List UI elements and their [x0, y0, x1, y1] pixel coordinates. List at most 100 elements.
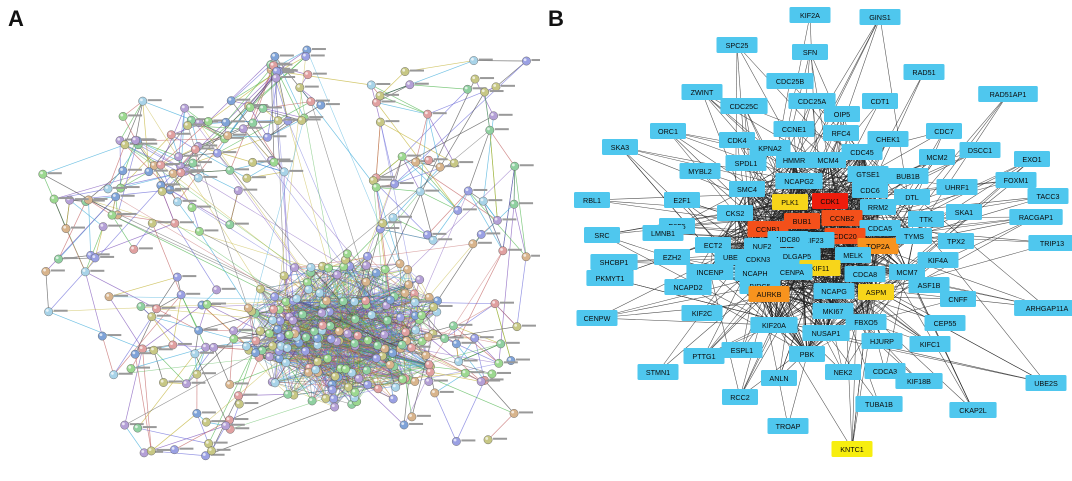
gene-node-nusap1[interactable]: NUSAP1 [802, 325, 849, 341]
protein-node [280, 272, 288, 280]
gene-node-cdca8[interactable]: CDCA8 [845, 266, 886, 282]
gene-node-stmn1[interactable]: STMN1 [638, 364, 679, 380]
gene-node-ska1[interactable]: SKA1 [946, 204, 982, 220]
protein-node [341, 365, 349, 373]
gene-node-aspm[interactable]: ASPM [858, 284, 894, 300]
gene-node-asf1b[interactable]: ASF1B [909, 277, 950, 293]
gene-node-anln[interactable]: ANLN [761, 370, 797, 386]
gene-node-racgap1[interactable]: RACGAP1 [1009, 209, 1062, 225]
gene-node-bub1[interactable]: BUB1 [784, 213, 820, 229]
gene-node-label: SFN [803, 48, 817, 57]
gene-node-ezh2[interactable]: EZH2 [654, 249, 690, 265]
gene-node-kifc1[interactable]: KIFC1 [910, 336, 951, 352]
gene-node-mcm4[interactable]: MCM4 [810, 152, 846, 168]
gene-node-mybl2[interactable]: MYBL2 [680, 163, 721, 179]
gene-node-incenp[interactable]: INCENP [686, 264, 733, 280]
gene-node-dtl[interactable]: DTL [894, 189, 930, 205]
gene-node-lmnb1[interactable]: LMNB1 [643, 225, 684, 241]
gene-node-ncapd2[interactable]: NCAPD2 [664, 279, 711, 295]
gene-node-spdl1[interactable]: SPDL1 [726, 155, 767, 171]
gene-node-ncapg2[interactable]: NCAPG2 [775, 173, 822, 189]
gene-node-arhgap11a[interactable]: ARHGAP11A [1014, 300, 1072, 316]
protein-node [391, 383, 399, 391]
gene-node-cdca5[interactable]: CDCA5 [860, 220, 901, 236]
protein-node [431, 389, 439, 397]
gene-node-sfn[interactable]: SFN [792, 44, 828, 60]
gene-node-cdc6[interactable]: CDC6 [852, 182, 888, 198]
gene-node-cdc45[interactable]: CDC45 [842, 144, 883, 160]
gene-node-label: FBXO5 [854, 318, 878, 327]
gene-node-tpx2[interactable]: TPX2 [938, 233, 974, 249]
gene-node-plk1[interactable]: PLK1 [772, 194, 808, 210]
gene-node-oip5[interactable]: OIP5 [824, 106, 860, 122]
protein-node-highlight [241, 126, 244, 129]
gene-node-tacc3[interactable]: TACC3 [1028, 188, 1069, 204]
gene-node-gtse1[interactable]: GTSE1 [848, 166, 889, 182]
gene-node-pttg1[interactable]: PTTG1 [684, 348, 725, 364]
gene-node-melk[interactable]: MELK [835, 247, 871, 263]
gene-node-cep55[interactable]: CEP55 [925, 315, 966, 331]
gene-node-pbk[interactable]: PBK [789, 346, 825, 362]
gene-node-rcc2[interactable]: RCC2 [722, 389, 758, 405]
gene-node-bub1b[interactable]: BUB1B [888, 168, 929, 184]
gene-node-cdk1[interactable]: CDK1 [812, 193, 848, 209]
gene-node-ska3[interactable]: SKA3 [602, 139, 638, 155]
gene-node-rfc4[interactable]: RFC4 [823, 125, 859, 141]
gene-node-ccnb2[interactable]: CCNB2 [822, 210, 863, 226]
gene-node-tyms[interactable]: TYMS [896, 228, 932, 244]
gene-node-cdc25b[interactable]: CDC25B [766, 73, 813, 89]
gene-node-src[interactable]: SRC [584, 227, 620, 243]
gene-node-ttk[interactable]: TTK [908, 211, 944, 227]
protein-node [411, 377, 419, 385]
gene-node-dscc1[interactable]: DSCC1 [960, 142, 1001, 158]
gene-node-foxm1[interactable]: FOXM1 [996, 172, 1037, 188]
gene-node-cdt1[interactable]: CDT1 [862, 93, 898, 109]
gene-node-gins1[interactable]: GINS1 [860, 9, 901, 25]
gene-node-troap[interactable]: TROAP [768, 418, 809, 434]
gene-node-hmmr[interactable]: HMMR [776, 152, 812, 168]
gene-node-hjurp[interactable]: HJURP [862, 333, 903, 349]
protein-node-highlight [159, 189, 162, 192]
gene-node-ncapg[interactable]: NCAPG [814, 283, 855, 299]
gene-node-tuba1b[interactable]: TUBA1B [855, 396, 902, 412]
gene-node-shcbp1[interactable]: SHCBP1 [590, 254, 637, 270]
gene-node-aurkb[interactable]: AURKB [749, 286, 790, 302]
gene-node-kif20a[interactable]: KIF20A [750, 317, 797, 333]
node-label-mark [433, 112, 447, 114]
gene-node-trip13[interactable]: TRIP13 [1028, 235, 1072, 251]
gene-node-rad51[interactable]: RAD51 [904, 64, 945, 80]
gene-node-cks2[interactable]: CKS2 [717, 205, 753, 221]
protein-node [510, 162, 518, 170]
gene-node-cenpa[interactable]: CENPA [772, 264, 813, 280]
gene-node-ccne1[interactable]: CCNE1 [774, 121, 815, 137]
gene-node-cdc7[interactable]: CDC7 [926, 123, 962, 139]
gene-node-orc1[interactable]: ORC1 [650, 123, 686, 139]
gene-node-rad51ap1[interactable]: RAD51AP1 [978, 86, 1038, 102]
gene-node-exo1[interactable]: EXO1 [1014, 151, 1050, 167]
gene-node-ube2s[interactable]: UBE2S [1026, 375, 1067, 391]
gene-node-e2f1[interactable]: E2F1 [664, 192, 700, 208]
gene-node-smc4[interactable]: SMC4 [729, 181, 765, 197]
gene-node-uhrf1[interactable]: UHRF1 [937, 179, 978, 195]
gene-node-ckap2l[interactable]: CKAP2L [949, 402, 996, 418]
gene-node-kif18b[interactable]: KIF18B [895, 373, 942, 389]
gene-node-kntc1[interactable]: KNTC1 [832, 441, 873, 457]
gene-node-cenpw[interactable]: CENPW [577, 310, 618, 326]
gene-node-zwint[interactable]: ZWINT [682, 84, 723, 100]
gene-node-nek2[interactable]: NEK2 [825, 364, 861, 380]
protein-node-highlight [274, 69, 277, 72]
gene-node-kif2a[interactable]: KIF2A [790, 7, 831, 23]
edge [490, 130, 515, 166]
gene-node-cnff[interactable]: CNFF [940, 291, 976, 307]
gene-node-rbl1[interactable]: RBL1 [574, 192, 610, 208]
gene-node-label: RAD51 [912, 68, 935, 77]
gene-node-kif2c[interactable]: KIF2C [682, 305, 723, 321]
gene-node-spc25[interactable]: SPC25 [717, 37, 758, 53]
gene-node-mcm2[interactable]: MCM2 [919, 149, 955, 165]
gene-node-cdc25c[interactable]: CDC25C [720, 98, 767, 114]
gene-node-pkmyt1[interactable]: PKMYT1 [586, 270, 633, 286]
gene-node-label: DLGAP5 [783, 252, 811, 261]
gene-node-espl1[interactable]: ESPL1 [722, 342, 763, 358]
gene-node-rrm2[interactable]: RRM2 [860, 199, 896, 215]
gene-node-fbxo5[interactable]: FBXO5 [846, 314, 887, 330]
